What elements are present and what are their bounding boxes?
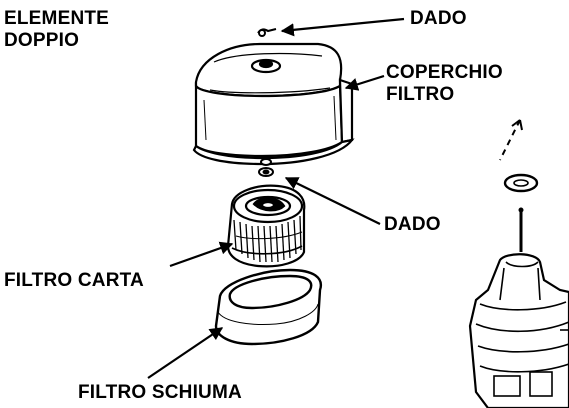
label-elemente-line1: ELEMENTE — [4, 8, 110, 29]
label-dado-top: DADO — [410, 8, 467, 29]
middle-nut-part — [258, 158, 274, 177]
label-coperchio-line1: COPERCHIO — [386, 62, 503, 83]
label-elemente-line2: DOPPIO — [4, 30, 80, 51]
foam-filter-part — [214, 268, 323, 346]
mounting-stud-assembly — [468, 119, 569, 408]
leader-lines — [147, 17, 405, 379]
label-coperchio-filtro: COPERCHIO FILTRO — [386, 62, 503, 106]
label-coperchio-line2: FILTRO — [386, 84, 455, 105]
label-filtro-schiuma: FILTRO SCHIUMA — [78, 382, 242, 403]
filter-cover-part — [192, 42, 355, 166]
paper-filter-part — [226, 184, 306, 268]
label-elemente-doppio: ELEMENTE DOPPIO — [4, 8, 109, 52]
label-dado-middle: DADO — [384, 214, 441, 235]
top-nut-part — [257, 28, 277, 37]
label-filtro-carta: FILTRO CARTA — [4, 270, 144, 291]
